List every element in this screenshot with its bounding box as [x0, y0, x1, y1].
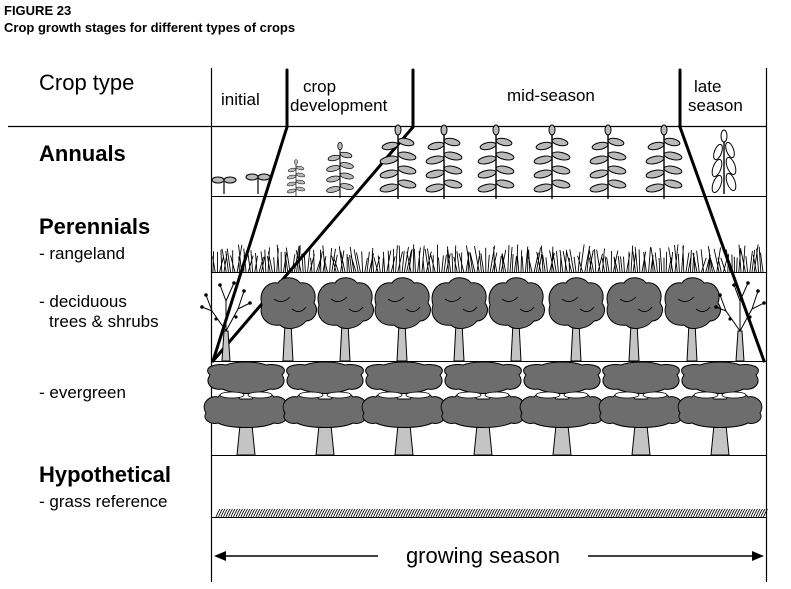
grass-reference — [215, 508, 768, 518]
late-boundary-diagonal — [678, 125, 766, 363]
grid-lines — [8, 68, 768, 582]
stage-crop-dev-label-1: crop — [303, 77, 336, 96]
dev-boundary-diagonal — [211, 125, 415, 363]
growing-season-label: growing season — [406, 543, 560, 568]
row-grass-reference-label: - grass reference — [39, 492, 168, 511]
deciduous-tree-8 — [664, 277, 721, 362]
plant-8 — [532, 124, 572, 200]
plant-3 — [286, 159, 306, 197]
figure-number: FIGURE 23 — [4, 3, 72, 18]
row-deciduous-label-1: - deciduous — [39, 292, 127, 311]
rangeland-grass-blades — [212, 244, 764, 273]
stage-late-label-1: late — [694, 77, 721, 96]
deciduous-tree-3 — [374, 277, 431, 362]
seedling-1 — [211, 176, 237, 194]
bare-tree-left — [199, 280, 253, 362]
evergreen-tree-2 — [282, 361, 368, 456]
plant-10 — [644, 124, 684, 200]
deciduous-tree-4 — [431, 277, 488, 362]
evergreen-tree-6 — [598, 361, 684, 456]
stage-boundaries — [211, 68, 766, 363]
evergreen-tree-1 — [203, 361, 289, 456]
evergreen-tree-3 — [361, 361, 447, 456]
evergreen-tree-4 — [440, 361, 526, 456]
plant-4 — [325, 141, 355, 199]
deciduous-tree-2 — [317, 277, 374, 362]
evergreen-tree-7 — [677, 361, 763, 456]
row-perennials-label: Perennials — [39, 214, 150, 239]
deciduous-tree-6 — [548, 277, 605, 362]
rangeland-grass — [212, 244, 764, 273]
evergreen-trees — [203, 361, 763, 456]
row-hypothetical-label: Hypothetical — [39, 462, 171, 487]
deciduous-trees — [199, 277, 767, 362]
initial-boundary-diagonal — [211, 125, 289, 363]
deciduous-tree-1 — [260, 277, 317, 362]
crop-type-label: Crop type — [39, 70, 134, 95]
figure-title: Crop growth stages for different types o… — [4, 20, 296, 35]
plant-6 — [424, 124, 464, 200]
plant-7 — [476, 124, 516, 200]
deciduous-tree-5 — [488, 277, 545, 362]
row-rangeland-label: - rangeland — [39, 244, 125, 263]
evergreen-tree-5 — [519, 361, 605, 456]
row-deciduous-label-2: trees & shrubs — [49, 312, 159, 331]
stage-mid-season-label: mid-season — [507, 86, 595, 105]
deciduous-tree-7 — [606, 277, 663, 362]
grass-reference-blades — [215, 508, 768, 518]
stage-initial-label: initial — [221, 90, 260, 109]
plant-senescent — [711, 129, 737, 194]
row-evergreen-label: - evergreen — [39, 383, 126, 402]
seedling-2 — [245, 173, 271, 194]
plant-5 — [378, 124, 418, 200]
growing-season-arrow — [214, 551, 764, 561]
annual-plants — [211, 124, 737, 200]
plant-9 — [588, 124, 628, 200]
row-annuals-label: Annuals — [39, 141, 126, 166]
stage-late-label-2: season — [688, 96, 743, 115]
stage-crop-dev-label-2: development — [290, 96, 388, 115]
